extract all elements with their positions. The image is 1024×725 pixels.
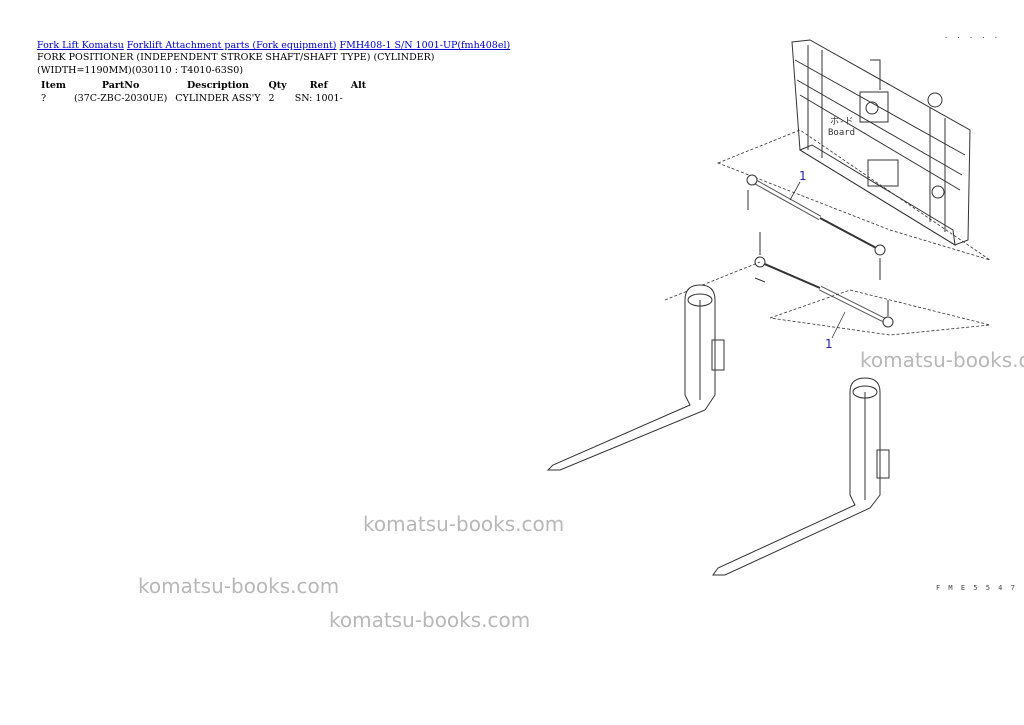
- cylinder-lower: [754, 232, 894, 328]
- fork-left: [546, 284, 725, 471]
- breadcrumb-link-model[interactable]: FMH408-1 S/N 1001-UP(fmh408el): [339, 40, 511, 51]
- drawing-code-top: . . . . .: [944, 32, 1000, 40]
- table-header-row: Item PartNo Description Qty Ref Alt: [37, 79, 370, 92]
- col-item: Item: [41, 80, 66, 91]
- board-label-jp: ホ-ド: [830, 116, 853, 127]
- cylinder-upper: [746, 174, 886, 280]
- cell-alt: [347, 92, 370, 105]
- watermark: komatsu-books.com: [138, 574, 340, 598]
- callout-1-lower: 1: [825, 337, 833, 351]
- watermark: komatsu-books.com: [363, 512, 565, 536]
- col-qty: Qty: [268, 80, 287, 91]
- cell-ref: SN: 1001-: [294, 93, 343, 104]
- cell-qty: 2: [268, 93, 275, 104]
- cell-partno: (37C-ZBC-2030UE): [73, 93, 168, 104]
- carriage-frame: ホ-ド Board: [791, 39, 971, 246]
- watermark: komatsu-books.com: [329, 608, 531, 632]
- col-alt: Alt: [350, 80, 367, 91]
- reference-plane-lower: [769, 289, 991, 336]
- fork-right: [712, 377, 890, 576]
- callout-1-upper: 1: [799, 169, 807, 183]
- col-ref: Ref: [309, 80, 328, 91]
- table-row: ? (37C-ZBC-2030UE) CYLINDER ASS'Y 2 SN: …: [37, 92, 370, 105]
- watermark: komatsu-books.com: [860, 348, 1024, 372]
- breadcrumb: Fork Lift Komatsu Forklift Attachment pa…: [37, 40, 510, 52]
- parts-diagram: ホ-ド Board: [546, 39, 991, 576]
- col-partno: PartNo: [101, 80, 140, 91]
- breadcrumb-link-fork-lift[interactable]: Fork Lift Komatsu: [37, 40, 124, 51]
- col-description: Description: [186, 80, 249, 91]
- parts-table: Item PartNo Description Qty Ref Alt ? (3…: [37, 79, 370, 105]
- cell-description: CYLINDER ASS'Y: [175, 93, 261, 104]
- drawing-code: F M E 5 5 4 7: [936, 584, 1017, 592]
- page-title: FORK POSITIONER (INDEPENDENT STROKE SHAF…: [37, 52, 435, 76]
- board-label-en: Board: [828, 128, 855, 138]
- cell-item: ?: [41, 93, 47, 104]
- breadcrumb-link-attachment-parts[interactable]: Forklift Attachment parts (Fork equipmen…: [126, 40, 337, 51]
